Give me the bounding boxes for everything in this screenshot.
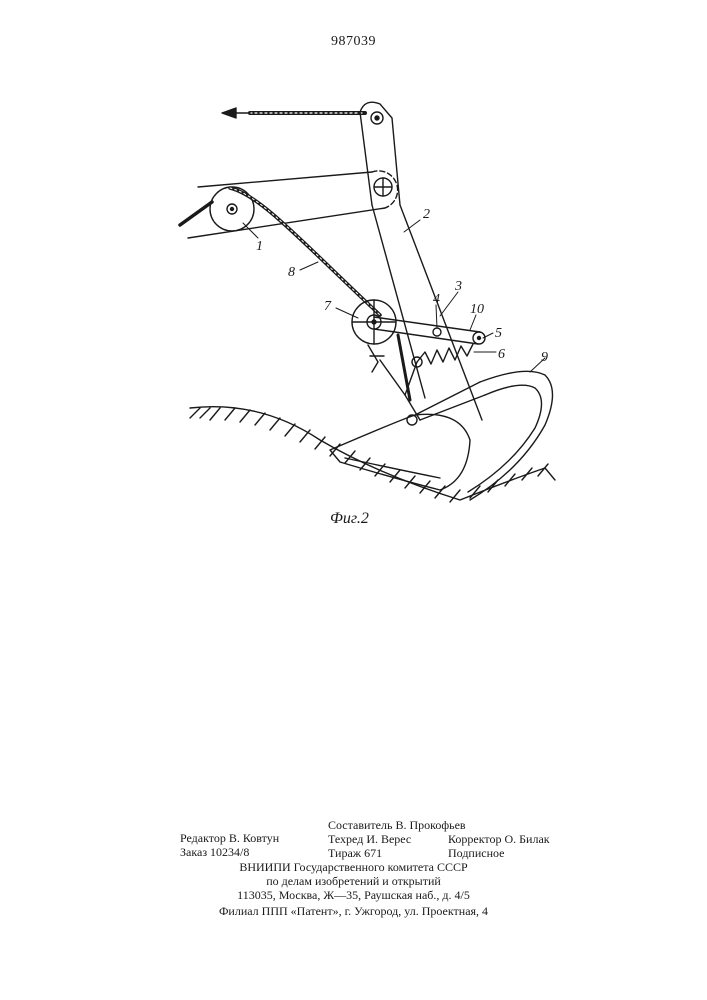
label-10: 10	[470, 302, 484, 317]
part-labels: 1 2 3 4 5 6 7 8 9 10	[256, 207, 548, 365]
label-2: 2	[423, 207, 430, 222]
subscription-note: Подписное	[448, 846, 505, 860]
label-1: 1	[256, 239, 263, 254]
technical-drawing: 1 2 3 4 5 6 7 8 9 10	[0, 0, 707, 560]
label-8: 8	[288, 265, 295, 280]
cable-8	[230, 188, 410, 400]
ground	[190, 407, 555, 502]
label-4: 4	[433, 292, 440, 307]
link-3	[374, 317, 485, 344]
pulley-7	[352, 300, 396, 372]
lever-2	[360, 102, 482, 420]
techred-credit: Техред И. Верес	[328, 832, 411, 846]
label-5: 5	[495, 326, 502, 341]
corrector-credit: Корректор О. Билак	[448, 832, 550, 846]
label-7: 7	[324, 299, 332, 314]
bucket-9	[330, 360, 553, 500]
label-3: 3	[454, 279, 462, 294]
pull-cable	[222, 108, 365, 118]
editor-credit: Редактор В. Ковтун	[180, 831, 279, 845]
circulation: Тираж 671	[328, 846, 382, 860]
institute-address: 113035, Москва, Ж—35, Раушская наб., д. …	[0, 888, 707, 902]
institute-line-1: ВНИИПИ Государственного комитета СССР	[0, 860, 707, 874]
branch-address: Филиал ППП «Патент», г. Ужгород, ул. Про…	[0, 904, 707, 918]
label-9: 9	[541, 350, 548, 365]
label-6: 6	[498, 347, 505, 362]
order-number: Заказ 10234/8	[180, 845, 249, 859]
compiler-credit: Составитель В. Прокофьев	[328, 818, 466, 832]
figure-caption: Фиг.2	[330, 510, 369, 528]
institute-line-2: по делам изобретений и открытий	[0, 874, 707, 888]
